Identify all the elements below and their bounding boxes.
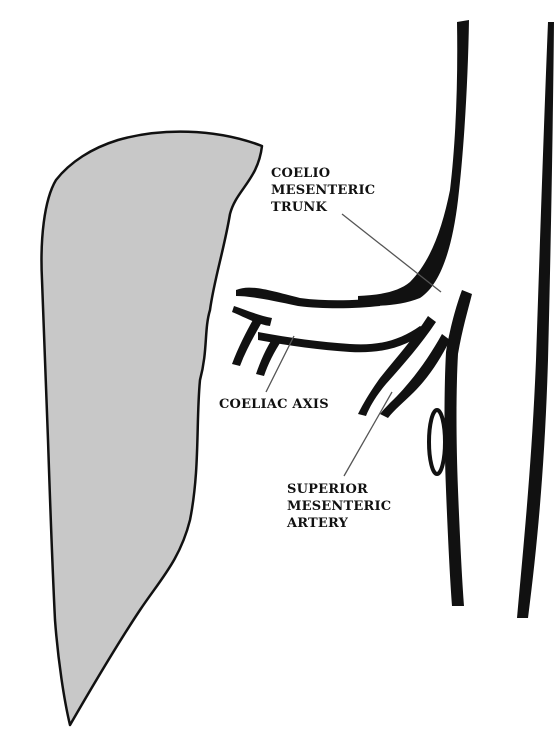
trunk-upper-vessel — [358, 20, 469, 306]
oval-vessel — [429, 410, 445, 474]
leader-coelio-mesenteric-trunk — [342, 214, 441, 292]
label-coelio-mesenteric-trunk: COELIO MESENTERIC TRUNK — [271, 165, 375, 216]
descending-vessel — [445, 290, 473, 606]
right-vertical-vessel — [517, 22, 554, 618]
coeliac-stub-lower-2 — [256, 336, 282, 376]
coeliac-branch-lower — [258, 326, 428, 352]
label-coeliac-axis: COELIAC AXIS — [219, 396, 329, 413]
shaded-organ — [42, 132, 262, 725]
coeliac-stub-lower-1 — [232, 318, 262, 366]
label-superior-mesenteric-artery: SUPERIOR MESENTERIC ARTERY — [287, 481, 391, 532]
